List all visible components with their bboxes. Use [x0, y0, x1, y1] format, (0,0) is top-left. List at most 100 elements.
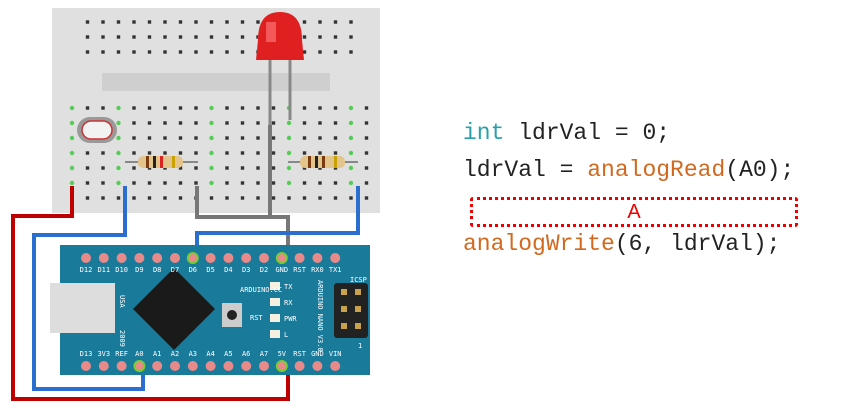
hole	[194, 35, 198, 39]
answer-blank-a: A	[470, 197, 798, 227]
wire-5v	[11, 186, 290, 401]
hole	[240, 181, 245, 185]
hole	[178, 166, 183, 170]
pin-a3	[187, 361, 198, 371]
hole	[101, 166, 105, 170]
hole	[132, 166, 136, 170]
hole	[163, 121, 167, 125]
hole	[240, 50, 245, 54]
pin-d12	[81, 253, 91, 263]
hole	[163, 136, 167, 140]
hole	[147, 136, 152, 140]
pin-label: D7	[171, 266, 179, 274]
hole	[333, 136, 338, 140]
function-analogread: analogRead	[587, 157, 726, 183]
hole	[101, 50, 105, 54]
hole	[240, 196, 245, 200]
hole	[147, 121, 152, 125]
pin-d5	[205, 253, 216, 263]
pin-label: D10	[115, 266, 128, 274]
hole	[116, 105, 121, 111]
hole	[256, 136, 260, 140]
hole	[85, 106, 90, 110]
breadboard-holes	[69, 20, 369, 200]
hole	[132, 196, 136, 200]
hole	[116, 120, 121, 126]
hole	[349, 35, 353, 39]
code-text: (6, ldrVal);	[614, 231, 781, 257]
hole	[348, 135, 354, 141]
hole	[147, 50, 152, 54]
code-line-2: ldrVal = analogRead(A0);	[463, 157, 794, 183]
hole	[132, 181, 136, 185]
pin-3v3	[98, 361, 109, 371]
hole	[240, 166, 245, 170]
hole	[348, 105, 354, 111]
pin-d7	[170, 253, 180, 263]
pin-label: 5V	[278, 350, 287, 358]
hole	[302, 181, 307, 185]
hole	[349, 20, 353, 24]
hole	[271, 151, 276, 155]
hole	[132, 151, 136, 155]
hole	[178, 196, 183, 200]
pin-ref	[116, 361, 127, 371]
pin-a6	[241, 361, 252, 371]
hole	[69, 120, 75, 126]
hole	[147, 35, 152, 39]
hole	[147, 181, 152, 185]
pin-label: RX0	[311, 266, 324, 274]
pin-gnd	[312, 361, 323, 371]
icsp-pin	[355, 306, 361, 312]
hole	[240, 35, 245, 39]
pin-label: D11	[97, 266, 110, 274]
pin-d10	[116, 253, 127, 263]
hole	[302, 35, 307, 39]
hole	[101, 151, 105, 155]
hole	[318, 20, 322, 24]
usb-port	[50, 283, 115, 333]
hole	[116, 180, 121, 186]
hole	[256, 121, 260, 125]
pin-label: REF	[115, 350, 128, 358]
code-line-4: analogWrite(6, ldrVal);	[463, 231, 780, 257]
hole	[286, 150, 292, 156]
hole	[333, 181, 338, 185]
hole	[302, 121, 307, 125]
hole	[348, 150, 354, 156]
hole	[318, 106, 322, 110]
hole	[178, 121, 183, 125]
hole	[256, 181, 260, 185]
pin-label: A4	[206, 350, 214, 358]
hole	[69, 165, 75, 171]
hole	[132, 121, 136, 125]
led-label: PWR	[284, 315, 297, 323]
hole	[163, 106, 167, 110]
hole	[225, 166, 229, 170]
pin-label: D4	[224, 266, 232, 274]
pin-rst	[294, 361, 305, 371]
code-text: ldrVal =	[463, 157, 588, 183]
pin-label: D3	[242, 266, 250, 274]
pin-label: VIN	[329, 350, 342, 358]
hole	[101, 181, 105, 185]
pin-d3	[241, 253, 252, 263]
svg-text:ARDUINO.CC: ARDUINO.CC	[240, 286, 282, 294]
hole	[163, 181, 167, 185]
hole	[116, 150, 121, 156]
hole	[364, 166, 369, 170]
pin-label: RST	[293, 266, 306, 274]
hole	[271, 181, 276, 185]
hole	[333, 20, 338, 24]
hole	[349, 196, 353, 200]
icsp-pin	[355, 323, 361, 329]
hole	[209, 135, 214, 141]
hole	[132, 136, 136, 140]
hole	[256, 20, 260, 24]
hole	[333, 151, 338, 155]
hole	[240, 121, 245, 125]
hole	[225, 35, 229, 39]
hole	[209, 105, 214, 111]
hole	[256, 151, 260, 155]
hole	[240, 20, 245, 24]
